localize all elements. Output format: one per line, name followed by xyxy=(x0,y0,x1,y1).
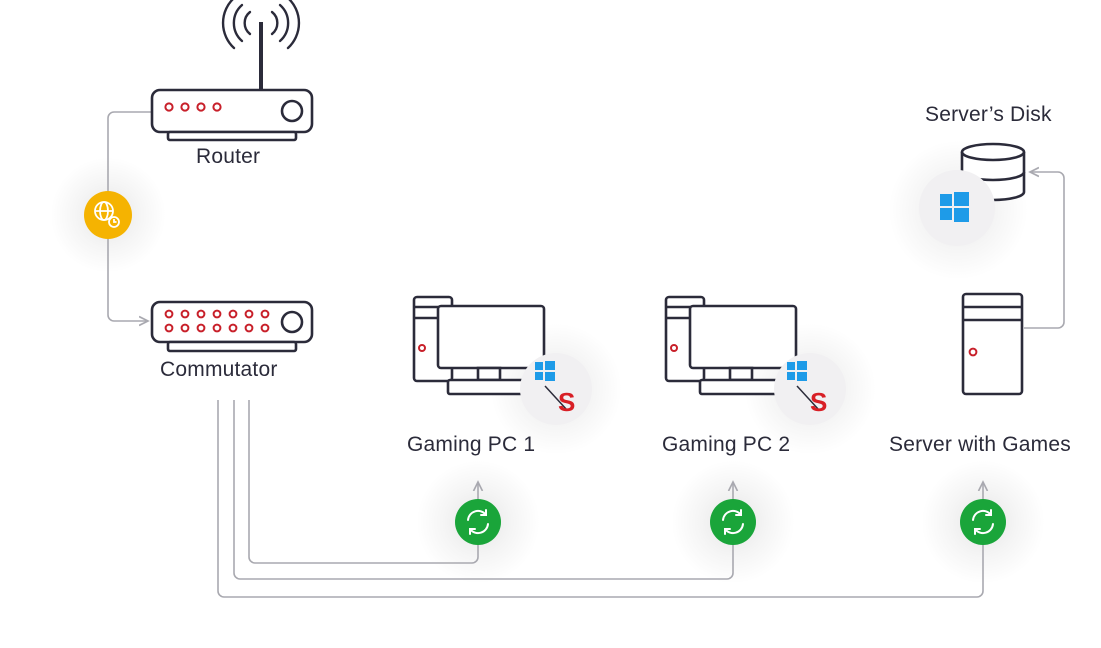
gaming-pc-2-os-badge: S xyxy=(774,353,846,425)
link-to-gaming-pc-1 xyxy=(248,400,478,564)
sync-icon xyxy=(972,509,994,535)
link-to-gaming-pc-2 xyxy=(233,400,733,580)
router-label: Router xyxy=(196,145,261,168)
link-to-server xyxy=(217,400,983,598)
gaming-pc-2-device xyxy=(664,295,798,396)
windows-logo-icon xyxy=(787,361,807,381)
s-logo-icon: S xyxy=(810,387,827,417)
globe-clock-icon xyxy=(94,201,120,228)
server-disk-os-badge xyxy=(919,170,995,246)
gaming-pc-2-label: Gaming PC 2 xyxy=(662,433,791,456)
gaming-pc-1-device xyxy=(412,295,546,396)
windows-logo-icon xyxy=(940,192,969,222)
commutator-device xyxy=(150,300,314,353)
commutator-label: Commutator xyxy=(160,358,278,381)
windows-logo-icon xyxy=(535,361,555,381)
gaming-pc-1-os-badge: S xyxy=(520,353,592,425)
connector-lines xyxy=(107,111,1065,598)
internet-badge xyxy=(84,191,132,239)
sync-badge-gaming-pc-2 xyxy=(710,499,756,545)
sync-badge-server xyxy=(960,499,1006,545)
router-device xyxy=(150,0,314,142)
s-logo-icon: S xyxy=(558,387,575,417)
wifi-signal-icon xyxy=(221,0,301,50)
server-disk-link xyxy=(1024,172,1065,329)
server-device xyxy=(961,292,1024,396)
slash-divider xyxy=(544,385,568,411)
server-disk-label: Server’s Disk xyxy=(925,103,1052,126)
server-label: Server with Games xyxy=(889,433,1071,456)
slash-divider xyxy=(796,385,820,411)
sync-icon xyxy=(722,509,744,535)
sync-badge-gaming-pc-1 xyxy=(455,499,501,545)
sync-icon xyxy=(467,509,489,535)
gaming-pc-1-label: Gaming PC 1 xyxy=(407,433,536,456)
